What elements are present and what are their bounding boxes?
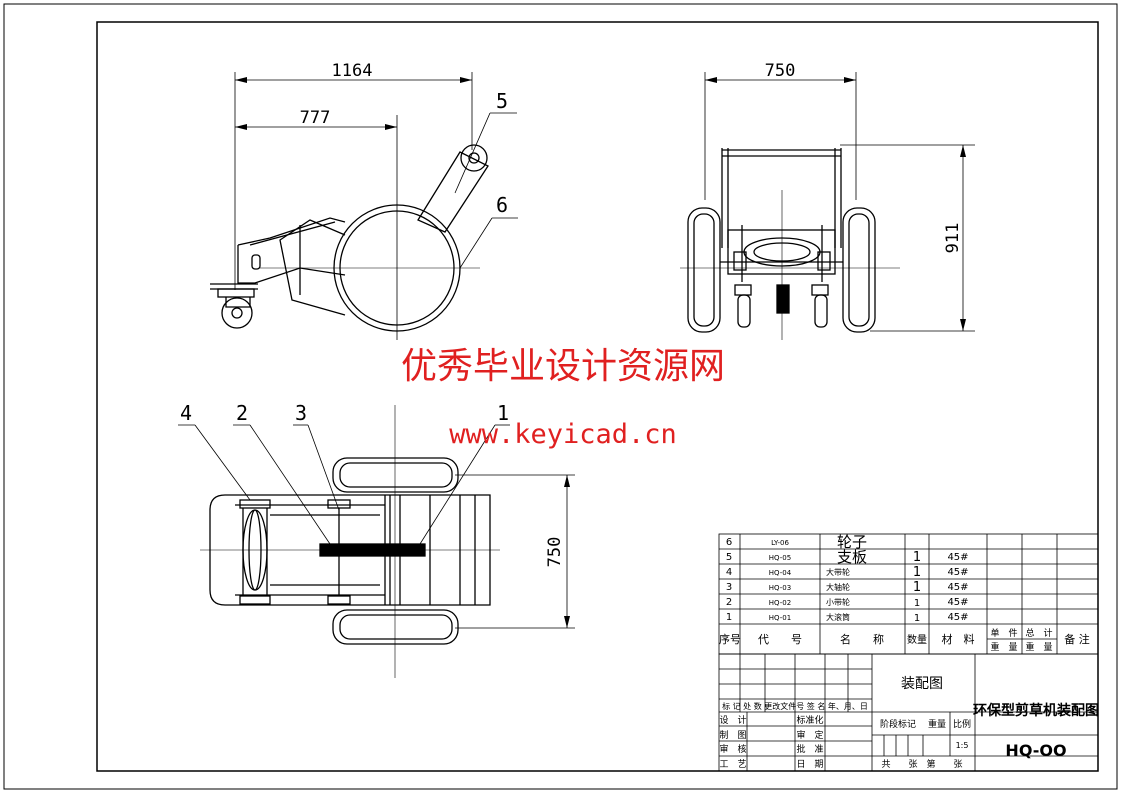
row-1-code: HQ-01 — [769, 614, 791, 622]
label-review: 审 核 — [719, 743, 746, 755]
label-approval: 批 准 — [796, 743, 823, 755]
header-total-weight: 总 计 — [1025, 627, 1052, 639]
side-view — [210, 72, 518, 340]
callout-part-3: 3 — [295, 401, 307, 425]
title-block — [718, 653, 1099, 772]
label-date: 日 期 — [796, 759, 823, 770]
label-check: 审 定 — [796, 729, 823, 741]
row-3-seq: 3 — [726, 582, 732, 593]
header-weight-2: 重 量 — [1025, 641, 1052, 653]
row-4-seq: 4 — [726, 567, 732, 578]
row-5-code: HQ-05 — [769, 554, 791, 562]
row-5-material: 45# — [947, 552, 968, 563]
dim-front-width: 750 — [765, 61, 796, 81]
watermark-url: www.keyicad.cn — [449, 419, 677, 450]
dim-overall-length: 1164 — [332, 61, 373, 81]
watermark-title: 优秀毕业设计资源网 — [401, 346, 725, 387]
label-sheets: 共 张 第 张 — [881, 758, 962, 770]
scale-value: 1:5 — [956, 741, 969, 750]
inner-border — [96, 21, 1099, 772]
label-scale: 比例 — [953, 718, 971, 730]
label-stage-mark: 阶段标记 — [880, 718, 916, 730]
header-unit-weight: 单 件 — [990, 627, 1017, 639]
top-view — [178, 405, 575, 678]
row-5-name: 支板 — [837, 548, 867, 566]
row-1-name: 大滚筒 — [826, 612, 850, 622]
row-1-qty: 1 — [914, 613, 920, 624]
label-standardization: 标准化 — [796, 714, 823, 726]
row-5-qty: 1 — [913, 550, 921, 565]
header-seq: 序号 — [719, 632, 741, 646]
revision-header: 标 记 处 数 更改文件号 签 名 年、月、日 — [722, 701, 868, 711]
row-3-code: HQ-03 — [769, 584, 791, 592]
header-material: 材 料 — [942, 632, 975, 646]
label-design: 设 计 — [719, 714, 746, 726]
row-2-material: 45# — [947, 597, 968, 608]
drawing-number: HQ-OO — [1005, 741, 1066, 760]
row-4-code: HQ-04 — [769, 569, 792, 577]
dim-front-height: 911 — [943, 223, 963, 254]
row-4-name: 大带轮 — [826, 567, 850, 577]
row-2-name: 小带轮 — [826, 597, 850, 607]
row-3-name: 大轴轮 — [826, 582, 850, 592]
front-view — [680, 72, 975, 340]
callout-part-4: 4 — [180, 401, 192, 425]
callout-part-1: 1 — [497, 401, 509, 425]
row-3-qty: 1 — [913, 580, 921, 595]
row-1-seq: 1 — [726, 612, 732, 623]
dim-axle-distance: 777 — [300, 108, 331, 128]
header-weight: 重 量 — [990, 641, 1017, 653]
dim-top-width: 750 — [545, 537, 565, 568]
parts-list-rows: 6 LY-06 轮子 5 HQ-05 支板 1 45# 4 HQ-04 大带轮 … — [719, 533, 1090, 653]
row-6-code: LY-06 — [771, 539, 789, 547]
project-name: 环保型剪草机装配图 — [973, 702, 1099, 719]
callout-part-2: 2 — [236, 401, 248, 425]
row-4-qty: 1 — [913, 565, 921, 580]
drawing-name: 装配图 — [901, 676, 943, 692]
header-qty: 数量 — [907, 633, 927, 646]
callout-handle: 5 — [496, 89, 508, 113]
header-name: 名 称 — [840, 632, 884, 646]
header-code: 代 号 — [758, 633, 802, 646]
row-1-material: 45# — [947, 612, 968, 623]
row-2-seq: 2 — [726, 597, 732, 608]
row-6-name: 轮子 — [837, 533, 867, 551]
label-drafting: 制 图 — [719, 729, 746, 741]
row-3-material: 45# — [947, 582, 968, 593]
outer-border — [3, 3, 1118, 790]
row-6-seq: 6 — [726, 537, 732, 548]
label-weight: 重量 — [928, 718, 946, 730]
title-block-text: 装配图 环保型剪草机装配图 HQ-OO 标 记 处 数 更改文件号 签 名 年、… — [719, 676, 1099, 770]
label-process: 工 艺 — [719, 759, 746, 770]
row-4-material: 45# — [947, 567, 968, 578]
header-remark: 备 注 — [1064, 632, 1090, 646]
callout-drum: 6 — [496, 193, 508, 217]
row-5-seq: 5 — [726, 552, 732, 563]
row-2-qty: 1 — [914, 598, 920, 609]
row-2-code: HQ-02 — [769, 599, 791, 607]
